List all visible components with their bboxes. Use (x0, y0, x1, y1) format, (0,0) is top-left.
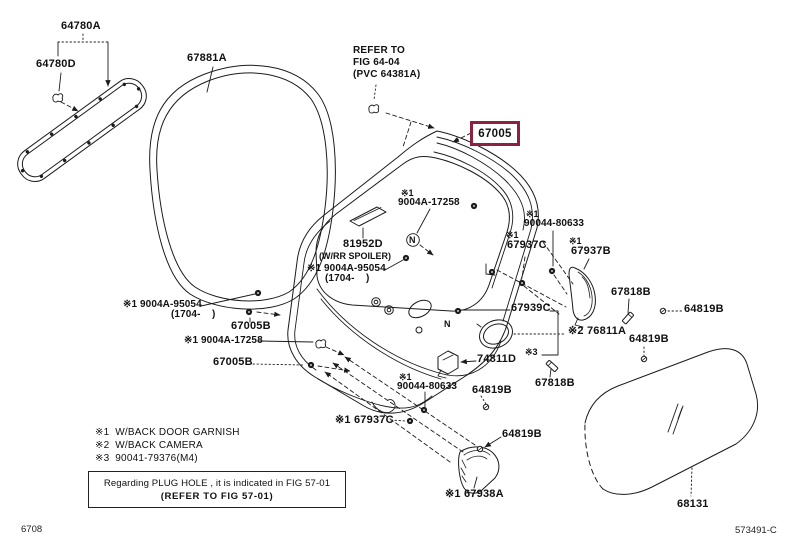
marker-1-80633-top: ※1 (526, 209, 539, 219)
date-range-mid: (1704- ) (325, 273, 370, 284)
part-label-90044-80633-top[interactable]: 90044-80633 (524, 218, 585, 229)
highlighted-part-callout-67005[interactable]: 67005 (470, 121, 520, 146)
legend-item-2: ※2 W/BACK CAMERA (95, 440, 203, 451)
part-label-74811D[interactable]: 74811D (477, 353, 517, 365)
garnish-67937B (568, 266, 596, 328)
part-label-64819B-mid[interactable]: 64819B (472, 384, 512, 396)
part-label-67005B-1[interactable]: 67005B (231, 320, 271, 332)
part-label-81952D[interactable]: 81952D (343, 238, 383, 250)
part-label-67005B-2[interactable]: 67005B (213, 356, 253, 368)
part-label-9004A-95054-left[interactable]: ※1 9004A-95054 (123, 299, 202, 310)
part-label-64780A[interactable]: 64780A (61, 20, 101, 32)
refer-note-line2: FIG 64-04 (353, 57, 400, 68)
garnish-67938A (458, 446, 500, 494)
gasket-64780A (17, 78, 147, 182)
part-label-76811A[interactable]: ※2 76811A (568, 325, 627, 337)
plug-note-line2: (REFER TO FIG 57-01) (160, 490, 274, 502)
part-label-9004A-95054-mid[interactable]: ※1 9004A-95054 (307, 263, 386, 274)
part-label-64819B-low[interactable]: 64819B (502, 428, 542, 440)
highlighted-part-number: 67005 (478, 127, 512, 140)
part-label-67937C-bottom[interactable]: ※1 67937C (335, 414, 394, 426)
part-label-64819B-topright[interactable]: 64819B (684, 303, 724, 315)
part-label-67937B[interactable]: 67937B (571, 245, 611, 257)
marker-1-67937C-top: ※1 (506, 230, 519, 240)
marker-1-67937B: ※1 (569, 236, 582, 246)
legend-item-1: ※1 W/BACK DOOR GARNISH (95, 427, 240, 438)
legend-item-3: ※3 90041-79376(M4) (95, 453, 198, 464)
marker-3: ※3 (525, 347, 538, 357)
marker-1-17258-top: ※1 (401, 188, 414, 198)
note-w-rr-spoiler: (W/RR SPOILER) (319, 251, 391, 261)
part-label-9004A-17258[interactable]: 9004A-17258 (398, 197, 460, 208)
back-glass-68131 (584, 348, 759, 497)
part-label-68131[interactable]: 68131 (677, 498, 709, 510)
part-label-67818B-top[interactable]: 67818B (611, 286, 651, 298)
part-label-67939C[interactable]: 67939C (511, 302, 551, 314)
weatherstrip-67881A (149, 64, 336, 310)
part-label-67938A[interactable]: ※1 67938A (445, 488, 504, 500)
part-label-90044-80633-bottom[interactable]: 90044-80633 (397, 381, 458, 392)
plug-note-line1: Regarding PLUG HOLE , it is indicated in… (103, 477, 331, 489)
lock-74811D (437, 350, 459, 379)
part-label-64819B-right[interactable]: 64819B (629, 333, 669, 345)
n-mark-plain: N (444, 319, 451, 329)
n-mark-circled: N (409, 235, 416, 245)
part-label-67818B-low[interactable]: 67818B (535, 377, 575, 389)
refer-note-line1: REFER TO (353, 45, 405, 56)
page-code: 6708 (21, 524, 43, 535)
camera-bezel-67939C (476, 319, 513, 349)
part-label-64780D[interactable]: 64780D (36, 58, 76, 70)
refer-note-line3: (PVC 64381A) (353, 69, 421, 80)
part-label-9004A-17258-2[interactable]: ※1 9004A-17258 (184, 335, 263, 346)
part-label-67937C-top[interactable]: 67937C (507, 239, 547, 251)
date-range-left: (1704- ) (171, 309, 216, 320)
plug-hole-note-box: Regarding PLUG HOLE , it is indicated in… (88, 471, 346, 508)
part-label-67881A[interactable]: 67881A (187, 52, 227, 64)
marker-1-80633-bottom: ※1 (399, 372, 412, 382)
drawing-code: 573491-C (735, 525, 777, 536)
